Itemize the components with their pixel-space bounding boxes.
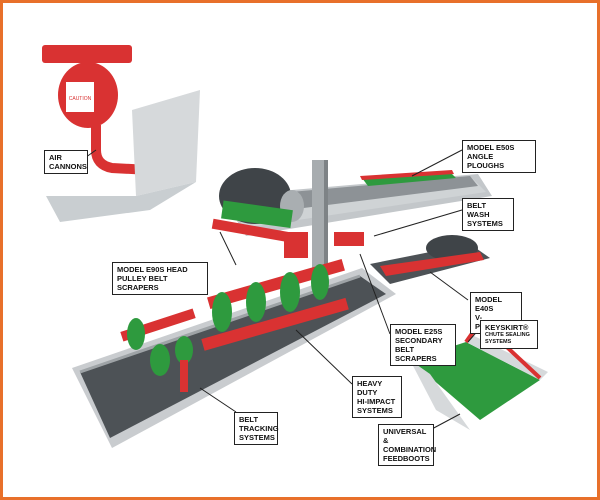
label-belt-tracking: BELT TRACKING SYSTEMS: [234, 412, 279, 445]
label-belt-wash-systems: BELT WASH SYSTEMS: [462, 198, 514, 231]
angle-plough: [362, 172, 456, 186]
tracking-post: [180, 360, 188, 392]
leader-secondary: [359, 253, 391, 335]
belt-wash-bracket: [334, 232, 364, 246]
label-e90s-head-pulley: MODEL E90S HEAD PULLEY BELT SCRAPERS: [112, 262, 208, 295]
impact-roller-2: [246, 282, 266, 322]
chute-wall: [132, 90, 200, 196]
angle-plough-frame: [360, 170, 454, 180]
leader-angle-ploughs: [411, 149, 463, 177]
impact-bed-frame: [207, 258, 345, 310]
label-heavy-duty-impact: HEAVY DUTY HI-IMPACT SYSTEMS: [352, 376, 402, 418]
head-pulley-band: [221, 200, 293, 229]
head-scraper-bar: [211, 218, 297, 244]
tracking-roller-3: [175, 336, 193, 364]
impact-roller-3: [280, 272, 300, 312]
tracking-roller-1: [127, 318, 145, 350]
leader-feedboots: [429, 413, 461, 431]
label-e25s-secondary: MODEL E25S SECONDARY BELT SCRAPERS: [390, 324, 456, 366]
label-keyskirt: KEYSKIRT® CHUTE SEALING SYSTEMS: [480, 320, 538, 349]
air-cannon-mount: [42, 45, 132, 63]
label-air-cannons: AIR CANNONS: [44, 150, 88, 174]
chute-floor: [46, 182, 196, 222]
support-post-side: [324, 160, 328, 270]
leader-belt-wash: [373, 209, 463, 237]
air-cannon-caution-text: CAUTION: [69, 96, 92, 102]
upper-belt-top: [246, 176, 478, 214]
support-post: [312, 160, 324, 270]
impact-roller-1: [212, 292, 232, 332]
leader-tracking: [199, 387, 237, 413]
label-e50s-angle-ploughs: MODEL E50S ANGLE PLOUGHS: [462, 140, 536, 173]
v-plough-frame: [380, 252, 484, 276]
label-feedboots: UNIVERSAL & COMBINATION FEEDBOOTS: [378, 424, 436, 466]
leader-impact: [295, 329, 353, 385]
leader-v-ploughs: [429, 271, 469, 301]
impact-roller-4: [311, 264, 329, 300]
leader-lines: [81, 149, 481, 431]
feedboot-side-left: [410, 360, 470, 430]
impact-bed-frame-lower: [201, 297, 349, 351]
secondary-scraper: [284, 232, 308, 258]
tracking-roller-2: [150, 344, 170, 376]
air-cannon-panel: [66, 82, 94, 112]
leader-head-scrapers: [219, 231, 237, 266]
